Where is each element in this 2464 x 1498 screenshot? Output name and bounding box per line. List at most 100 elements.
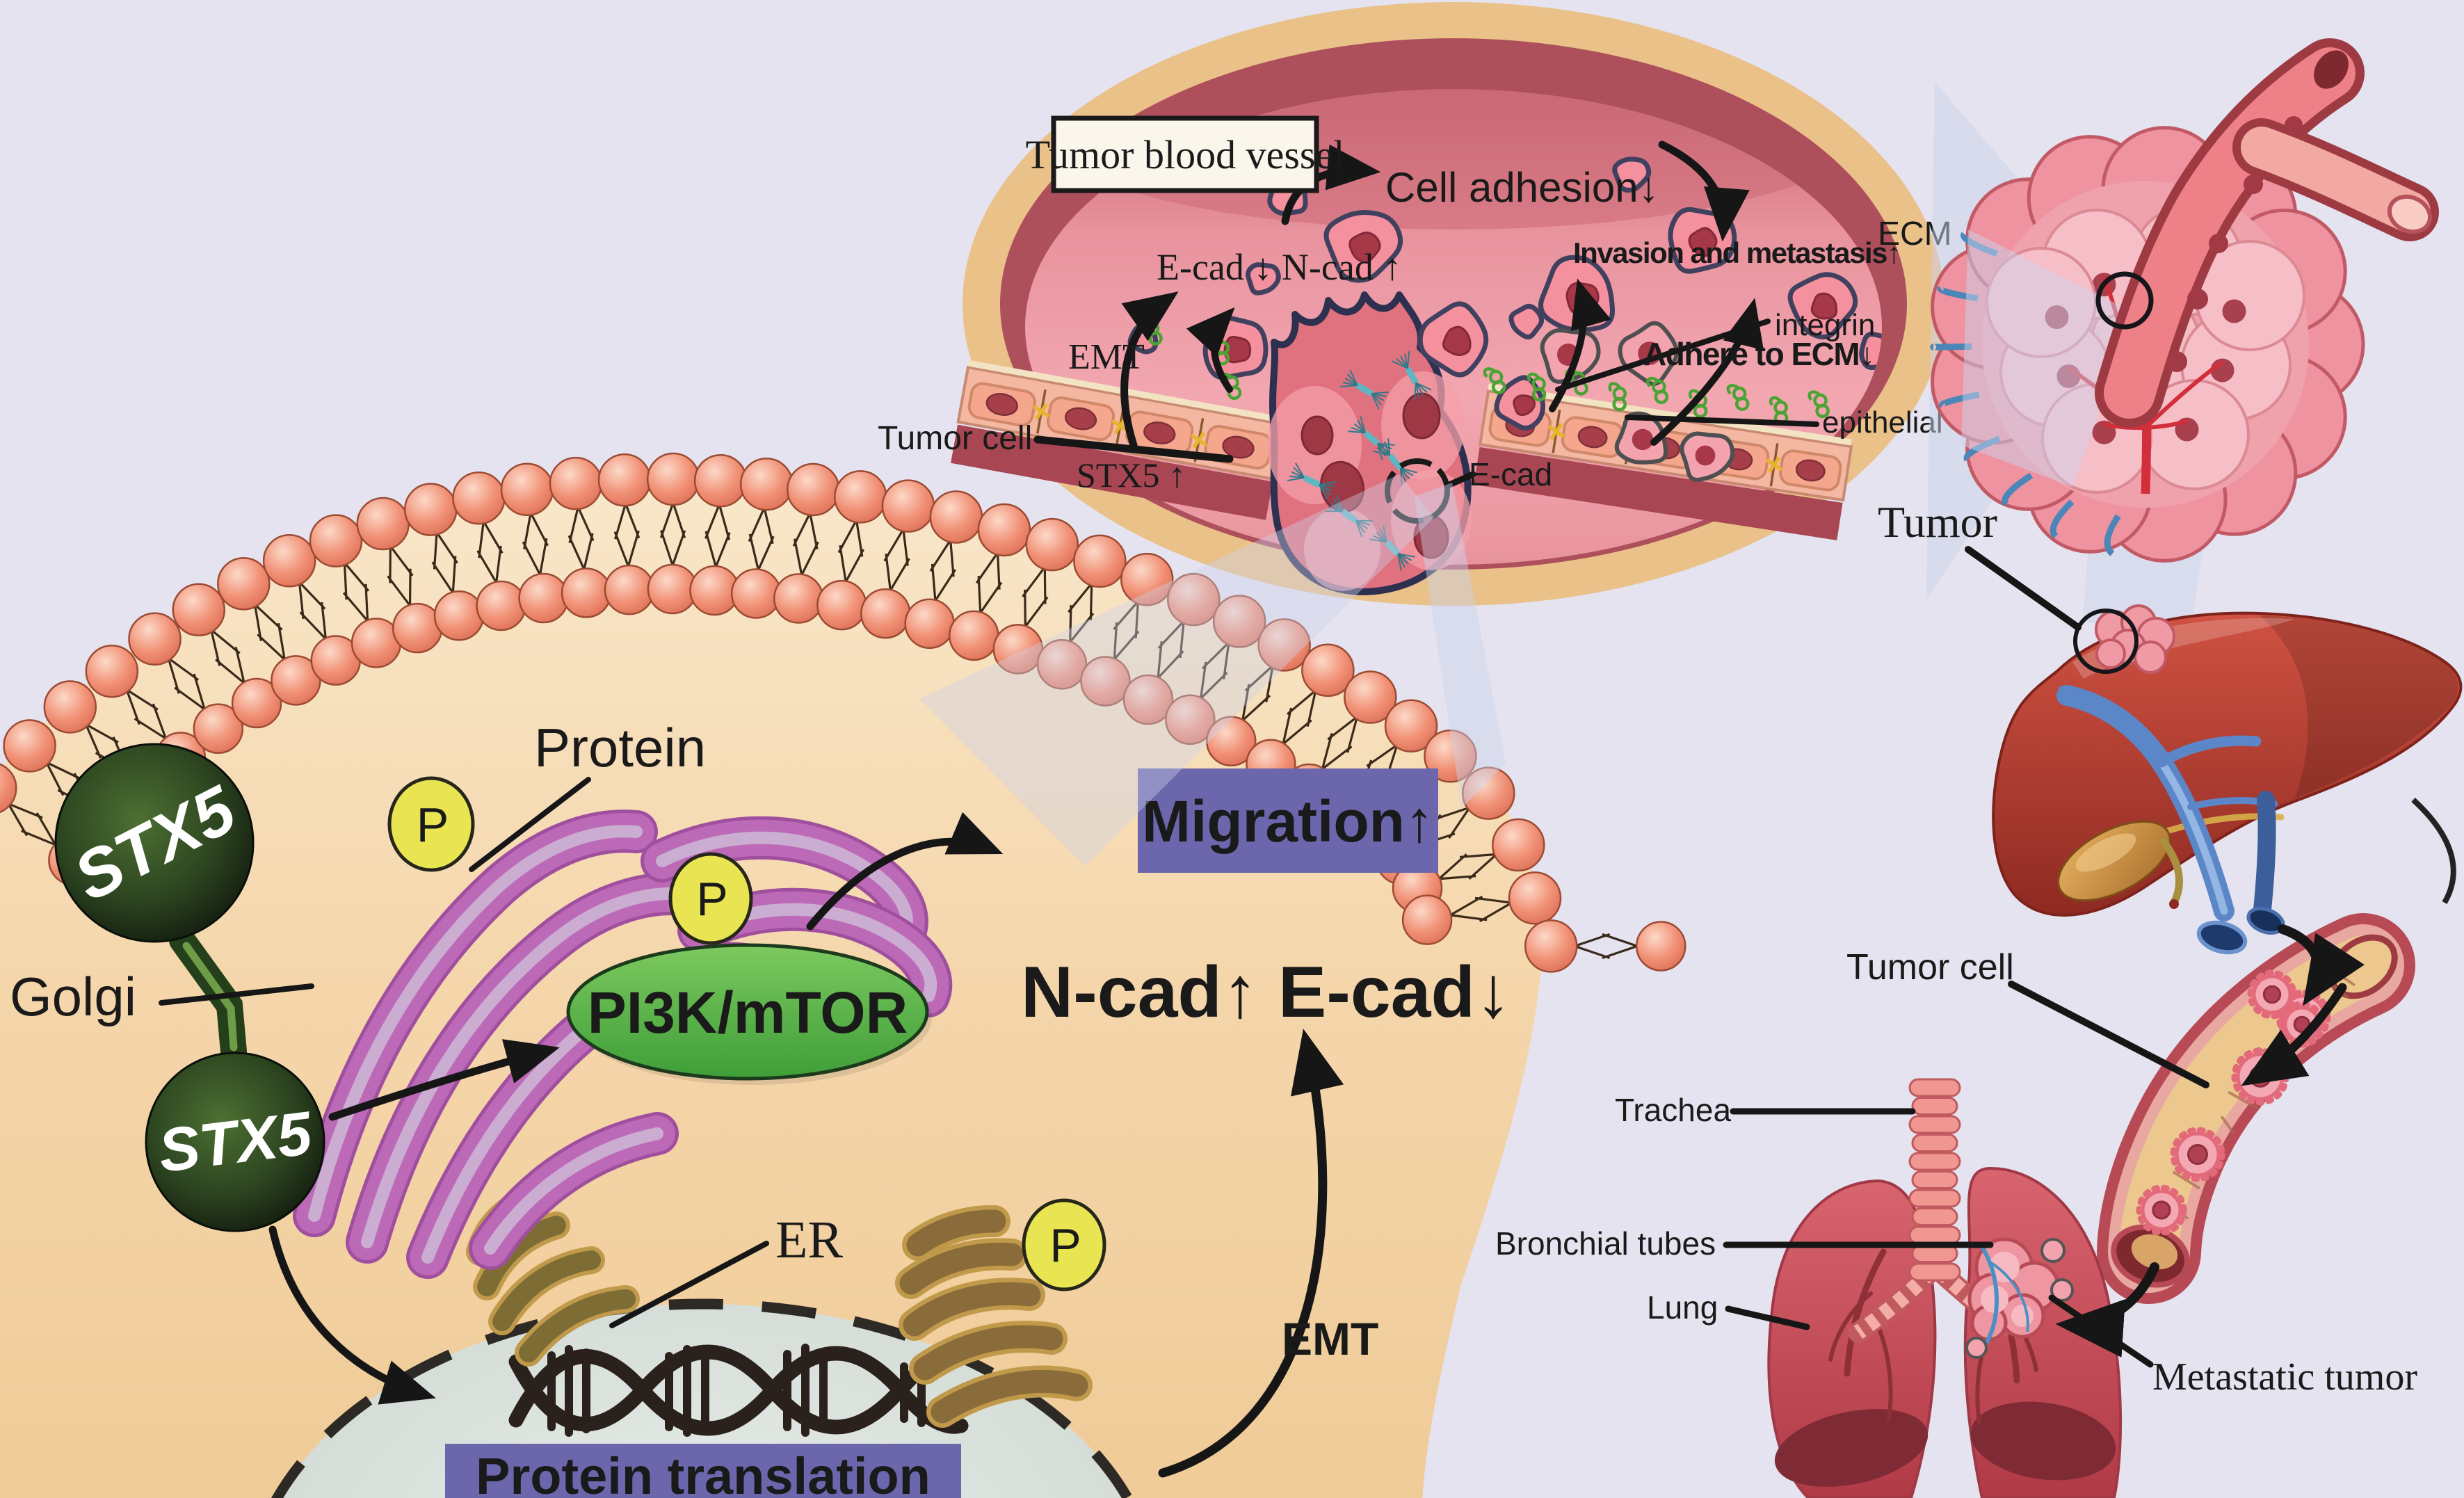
tumor-cell-nucleus [1442, 325, 1472, 357]
lipid-tail [1134, 601, 1140, 638]
lipid-head [1492, 818, 1545, 872]
lipid-tail [568, 506, 579, 544]
lipid-tail [1157, 641, 1163, 679]
lipid-tail [704, 531, 717, 567]
arrow-emt-curve [1158, 1029, 1344, 1478]
lipid-tail [134, 718, 167, 740]
tumor-cell-icon [1245, 262, 1281, 296]
lipid-head [404, 483, 458, 536]
lipid-head [1036, 638, 1088, 690]
integrin-icon [1807, 390, 1830, 419]
vessel-title: Tumor blood vessel [1026, 132, 1345, 177]
lipid-head [433, 590, 485, 641]
detached-cell-nucleus [1632, 428, 1654, 451]
pi3k-label: PI3K/mTOR [588, 980, 908, 1045]
lipid-tail [1179, 620, 1185, 659]
trachea-segment [1911, 1134, 1958, 1152]
liver-edge-line [2411, 798, 2456, 905]
lipid-tail [625, 503, 641, 539]
arrow-adhesion-to-invasion [1658, 140, 1750, 242]
vessel-tumor-cell-label: Tumor cell [878, 420, 1032, 457]
cadherin-icon [1325, 494, 1374, 538]
lipid-tail [977, 576, 982, 613]
lipid-tail [298, 581, 326, 610]
lipid-head [860, 588, 911, 639]
mass-magnifier-circle [2095, 271, 2154, 330]
p2-label: P [696, 873, 727, 926]
lipid-head [834, 470, 887, 524]
lipid-tail [1157, 650, 1184, 679]
integrin-icon [1608, 382, 1627, 412]
lipid-head [1344, 670, 1397, 724]
pointer-metastatic [2048, 1294, 2154, 1368]
blood-streak [2221, 1116, 2235, 1134]
lipid-tail [1113, 622, 1118, 660]
junction-star [1197, 431, 1206, 442]
lipid-head [1206, 716, 1257, 767]
lipid-tail [1157, 620, 1185, 649]
lipid-tail [748, 507, 766, 542]
lipid-tail [1068, 582, 1093, 613]
golgi-ribbon-sheen [361, 887, 705, 1248]
trachea-segment [1908, 1078, 1961, 1097]
integrin-icon [1646, 376, 1669, 404]
trachea-segment [1908, 1225, 1961, 1245]
lipid-tail [614, 503, 627, 540]
trachea-segment [1911, 1170, 1958, 1189]
tumor-cell-nucleus [1513, 394, 1536, 417]
lipid-tail [1434, 806, 1470, 821]
lipid-head [452, 472, 506, 525]
bronchial-tubes-label: Bronchial tubes [1495, 1225, 1716, 1262]
p3-label: P [1049, 1219, 1081, 1272]
integrin-label: integrin [1775, 308, 1875, 342]
lipid-head [561, 567, 612, 618]
lipid-head [1025, 517, 1079, 572]
lipid-tail [538, 538, 548, 575]
lipid-tail [1287, 689, 1316, 716]
lipid-tail [1265, 665, 1274, 702]
cadherin-icon [1287, 462, 1337, 500]
lipid-tail [193, 673, 206, 710]
arrow-cell-escape-left [1186, 307, 1235, 393]
lipid-tail [1282, 707, 1293, 745]
body-arrows [1723, 546, 2365, 1368]
blood-streak [2173, 1170, 2200, 1189]
golgi-ribbon-sheen [656, 831, 913, 937]
lipid-tail [627, 530, 640, 567]
lipid-tail [253, 604, 262, 641]
arrow-stx5-to-ecad [1120, 291, 1179, 449]
lipid-tail [254, 604, 283, 631]
lipid-tail [1321, 746, 1353, 770]
integrin-icon [1527, 372, 1547, 402]
lipid-head [85, 644, 139, 698]
lipid-head [604, 564, 655, 615]
lungs [1767, 1078, 2123, 1498]
mass-red-vessel [2145, 419, 2188, 430]
cadherin-icon [1340, 369, 1389, 410]
lipid-tail [902, 529, 909, 566]
lipid-tail [125, 689, 140, 725]
lipid-tail [1244, 665, 1274, 692]
lipid-tail [996, 552, 1001, 590]
lipid-tail [364, 583, 369, 621]
lipid-tail [659, 530, 674, 566]
lipid-tail [46, 761, 81, 780]
trachea-segment [1908, 1262, 1961, 1282]
lipid-tail [8, 803, 43, 819]
lipid-tail [7, 803, 28, 837]
tumor-label: Tumor [1878, 497, 1997, 547]
lipid-tail [1069, 612, 1095, 643]
lipid-tail [1439, 875, 1476, 880]
tumor-cell-icon [1508, 303, 1545, 340]
lipid-tail [343, 563, 348, 600]
traveling-cell-nucleus [2187, 1144, 2208, 1165]
lipid-tail [1024, 596, 1049, 627]
mass-cell-nucleus [2222, 299, 2246, 323]
lipid-tail [1449, 895, 1483, 917]
cadherin-icon [1373, 438, 1417, 485]
lipid-tail [613, 531, 629, 567]
body-panel: Tumor Tumor cell Trachea Bronchial tubes… [1495, 38, 2463, 1498]
lipid-tail [844, 549, 864, 583]
metastatic-tumor-label: Metastatic tumor [2152, 1355, 2417, 1399]
